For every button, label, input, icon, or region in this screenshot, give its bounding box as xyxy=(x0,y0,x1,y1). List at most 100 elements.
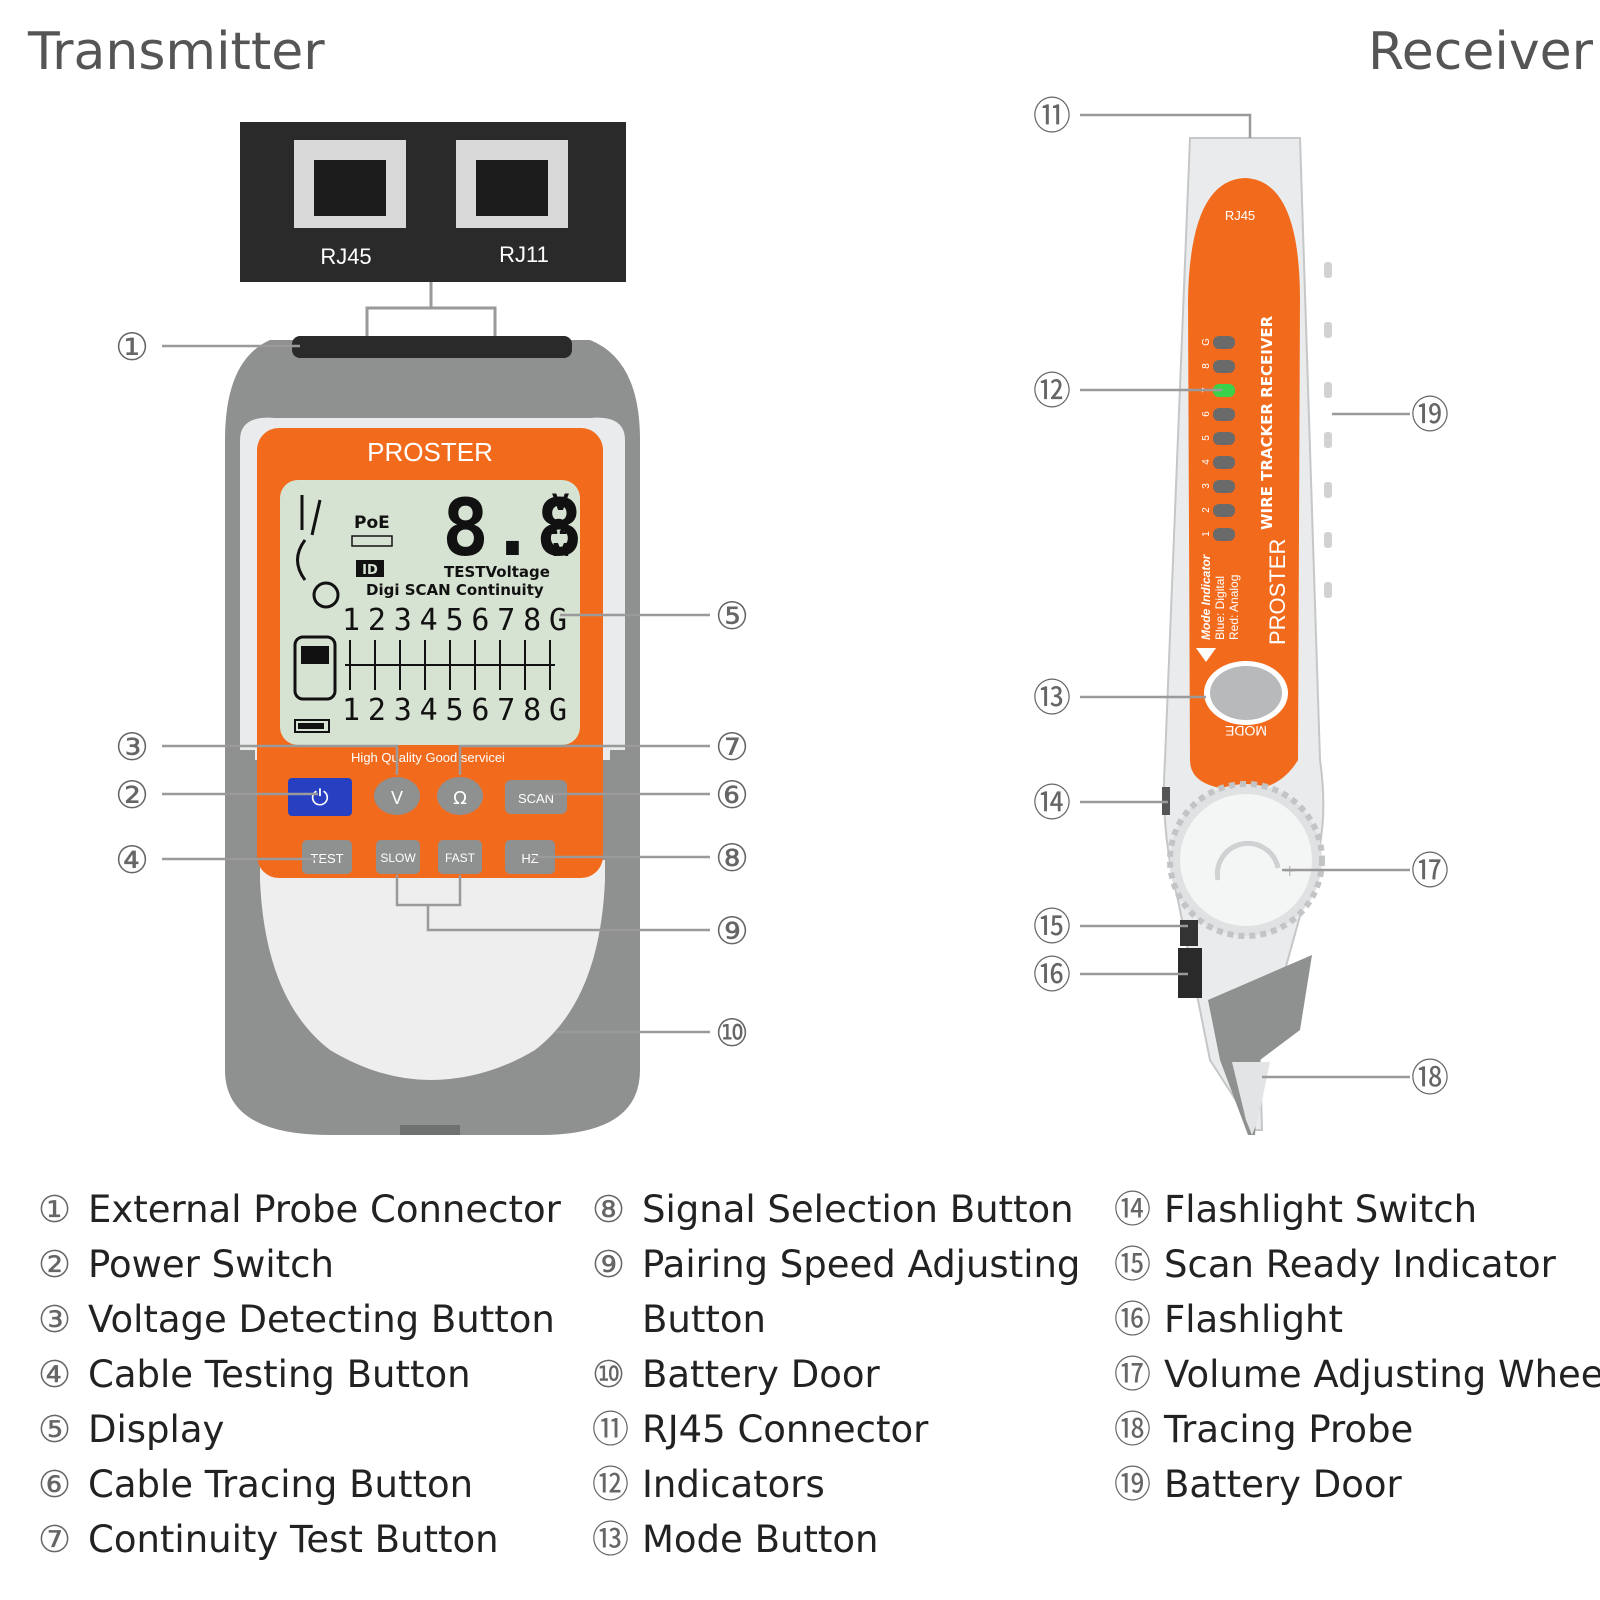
transmitter-brand: PROSTER xyxy=(367,437,493,467)
legend-text: External Probe Connector xyxy=(88,1188,561,1231)
legend-text: Cable Testing Button xyxy=(88,1353,471,1396)
lcd-pins-top: 12345678G xyxy=(342,603,567,638)
legend-text: Continuity Test Button xyxy=(88,1518,499,1561)
indicator-label-4: 4 xyxy=(1201,459,1212,465)
callout-4: ④ xyxy=(115,838,149,882)
legend-num: ⑥ xyxy=(38,1463,72,1506)
legend-num: ⑮ xyxy=(1114,1243,1151,1286)
legend-text: Volume Adjusting Wheel xyxy=(1164,1353,1600,1396)
callout-17: ⑰ xyxy=(1411,849,1449,893)
scan-ready-indicator xyxy=(1180,920,1198,946)
legend-item-7: ⑦ Continuity Test Button xyxy=(38,1512,561,1567)
legend-text: Pairing Speed Adjusting xyxy=(642,1243,1081,1286)
callout-6: ⑥ xyxy=(715,773,749,817)
volume-wheel[interactable]: + xyxy=(1167,781,1325,939)
legend-text: Battery Door xyxy=(642,1353,880,1396)
callout-12: ⑫ xyxy=(1033,369,1071,413)
fast-button[interactable]: FAST xyxy=(438,840,482,874)
legend-text: Mode Button xyxy=(642,1518,879,1561)
lcd-pins-bottom: 12345678G xyxy=(342,693,567,728)
fast-button-label: FAST xyxy=(445,851,476,865)
lcd-display: 8.8 V Ω M PoE ID TESTVoltage Digi SCAN C… xyxy=(280,480,583,745)
lcd-status: TESTVoltage xyxy=(444,563,550,581)
legend-item-19: ⑲ Battery Door xyxy=(1114,1457,1600,1512)
lcd-wire-map xyxy=(345,640,555,690)
mode-button[interactable] xyxy=(1204,661,1288,725)
legend-text: Flashlight xyxy=(1164,1298,1343,1341)
scan-button[interactable]: SCAN xyxy=(505,780,567,814)
lcd-device-icon xyxy=(293,635,337,701)
callout-5: ⑤ xyxy=(715,594,749,638)
callout-2: ② xyxy=(115,773,149,817)
legend-item-13: ⑬ Mode Button xyxy=(592,1512,1080,1567)
test-button[interactable]: TEST xyxy=(302,840,352,874)
transmitter-title: Transmitter xyxy=(28,22,325,82)
tracing-probe xyxy=(1208,955,1312,1135)
legend-num: ⑧ xyxy=(592,1188,626,1231)
callout-numbers: ① ② ③ ④ ⑤ ⑥ ⑦ ⑧ ⑨ ⑩ ⑪ ⑫ ⑬ ⑭ ⑮ ⑯ ⑰ ⑱ ⑲ xyxy=(115,94,1449,1100)
receiver-faceplate xyxy=(1188,178,1300,790)
lcd-poe-bar-icon xyxy=(351,535,393,547)
legend-text: Battery Door xyxy=(1164,1463,1402,1506)
indicator-label-5: 5 xyxy=(1201,435,1212,441)
voltage-button[interactable]: V xyxy=(374,777,420,815)
legend-num: ③ xyxy=(38,1298,72,1341)
lcd-big-digits: 8.8 xyxy=(442,484,583,574)
callout-15: ⑮ xyxy=(1033,905,1071,949)
legend-num: ⑦ xyxy=(38,1518,72,1561)
hz-button-label: HZ xyxy=(521,851,538,866)
legend-text: Tracing Probe xyxy=(1164,1408,1414,1451)
indicator-label-2: 2 xyxy=(1201,507,1212,513)
test-button-label: TEST xyxy=(310,851,343,866)
lcd-scan-icon xyxy=(312,581,340,609)
lcd-unit-m: M xyxy=(552,540,570,561)
continuity-button-label: Ω xyxy=(453,788,467,809)
legend-num: ⑬ xyxy=(592,1518,629,1561)
legend-text: Flashlight Switch xyxy=(1164,1188,1478,1231)
mode-indicator-legend: Mode Indicator Blue: Digital Red: Analog xyxy=(1199,553,1241,640)
callout-7: ⑦ xyxy=(715,725,749,769)
mode-indicator-title: Mode Indicator xyxy=(1199,553,1213,640)
lcd-unit-ohm: Ω xyxy=(550,515,567,539)
legend-num: ⑲ xyxy=(1114,1463,1151,1506)
indicator-label-g: G xyxy=(1201,338,1212,346)
callout-14: ⑭ xyxy=(1033,781,1071,825)
indicator-label-8: 8 xyxy=(1201,363,1212,369)
indicator-label-1: 1 xyxy=(1201,531,1212,537)
power-button[interactable]: ⏻ xyxy=(288,778,352,816)
callout-9: ⑨ xyxy=(715,909,749,953)
lcd-unit-v: V xyxy=(552,491,569,516)
legend-item-18: ⑱ Tracing Probe xyxy=(1114,1402,1600,1457)
device-diagram: RJ45 RJ11 PROSTER 8.8 V Ω M PoE ID TESTV… xyxy=(115,94,1449,1135)
mode-indicator-red: Red: Analog xyxy=(1227,575,1241,640)
callout-8: ⑧ xyxy=(715,836,749,880)
callout-3: ③ xyxy=(115,725,149,769)
callout-18: ⑱ xyxy=(1411,1056,1449,1100)
legend-num: ⑱ xyxy=(1114,1408,1151,1451)
continuity-button[interactable]: Ω xyxy=(437,777,483,815)
transmitter-slogan: High Quality Good servicei xyxy=(351,750,505,765)
receiver-brand: PROSTER xyxy=(1265,539,1290,645)
slow-button-label: SLOW xyxy=(380,851,416,865)
legend-text: Display xyxy=(88,1408,225,1451)
battery-door xyxy=(235,750,630,1125)
rj11-port-label: RJ11 xyxy=(499,242,549,267)
legend-num: ⑰ xyxy=(1114,1353,1151,1396)
legend-text: Scan Ready Indicator xyxy=(1164,1243,1556,1286)
slow-button[interactable]: SLOW xyxy=(376,840,420,874)
legend-text: Indicators xyxy=(642,1463,825,1506)
legend-item-9-continued: Button xyxy=(592,1292,1080,1347)
legend-text: RJ45 Connector xyxy=(642,1408,929,1451)
lcd-probe-icon xyxy=(296,495,322,581)
mode-indicator-blue: Blue: Digital xyxy=(1213,576,1227,640)
callout-16: ⑯ xyxy=(1033,953,1071,997)
